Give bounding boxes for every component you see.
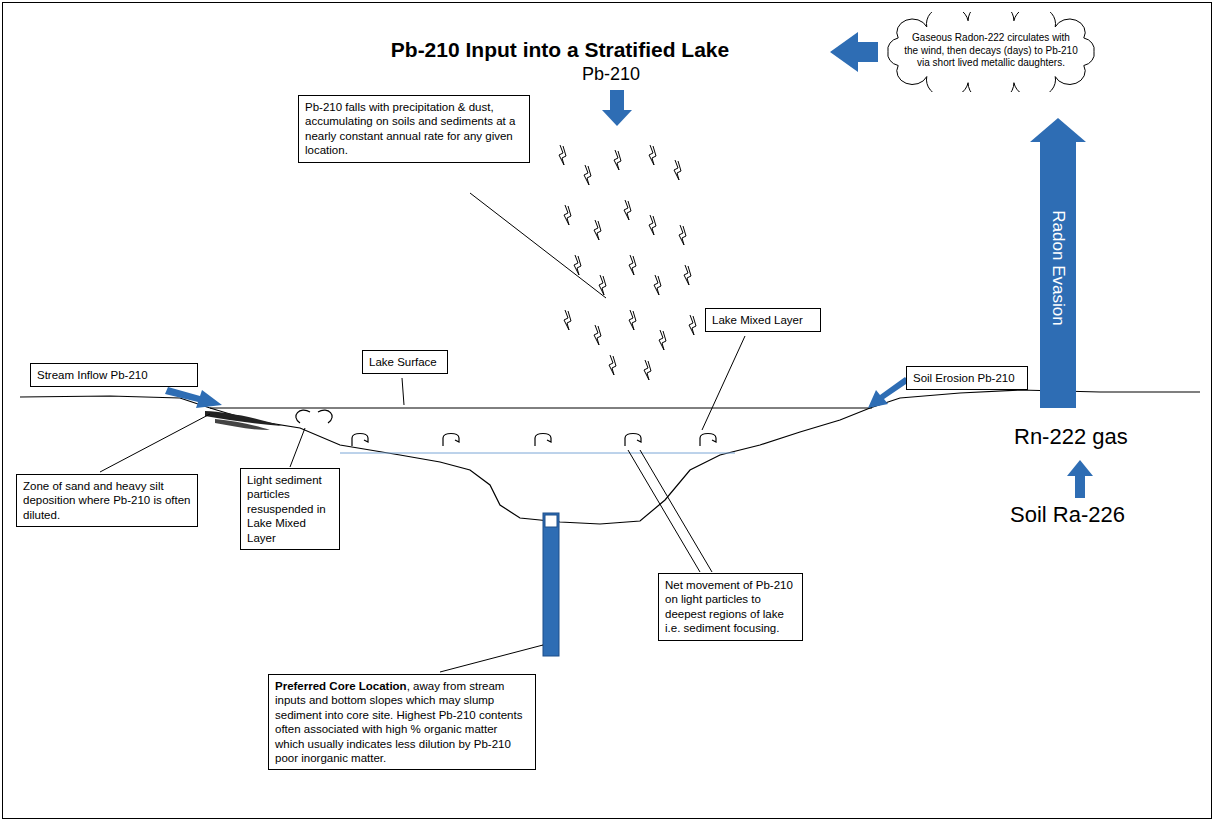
callout-box: Soil Erosion Pb-210: [906, 366, 1028, 390]
rain-symbol: [689, 315, 696, 335]
rain-symbol: [594, 220, 601, 240]
soil-erosion-arrow: [868, 377, 909, 408]
rain-symbol: [649, 145, 656, 165]
sand-deposit: [215, 419, 270, 430]
callout-text: Light sediment particles resuspended in …: [247, 473, 333, 545]
isotope-label: Rn-222 gas: [1014, 424, 1128, 450]
callout-box: Net movement of Pb-210 on light particle…: [658, 573, 803, 641]
callout-text: Zone of sand and heavy silt deposition w…: [23, 479, 191, 522]
rain-symbol: [574, 255, 581, 275]
ra-to-rn-arrow: [1067, 460, 1093, 498]
callout-text: Pb-210 falls with precipitation & dust, …: [305, 100, 523, 158]
sediment-core: [543, 513, 559, 656]
callout-box: Stream Inflow Pb-210: [30, 363, 198, 387]
rain-symbol: [564, 205, 571, 225]
rain-symbol: [629, 310, 636, 330]
rain-symbol: [609, 355, 616, 375]
callout-box: Zone of sand and heavy silt deposition w…: [16, 474, 198, 527]
callout-text: Lake Surface: [369, 355, 441, 369]
cloud-shape: [888, 12, 1094, 92]
rain-symbol: [659, 330, 666, 350]
lake-surface-line: [210, 408, 872, 409]
pb210-down-arrow: [602, 90, 632, 126]
rain-symbol: [654, 275, 661, 295]
resuspension-curls: [296, 410, 716, 446]
callout-text: Stream Inflow Pb-210: [37, 368, 191, 382]
callout-text: Net movement of Pb-210 on light particle…: [665, 578, 796, 636]
callout-text: Soil Erosion Pb-210: [913, 371, 1021, 385]
arrow-label: Radon Evasion: [1048, 210, 1068, 325]
leader-lines: [100, 193, 745, 672]
callout-box: Lake Mixed Layer: [705, 308, 821, 332]
isotope-label: Pb-210: [582, 64, 640, 85]
rain-symbol: [649, 215, 656, 235]
rain-symbol: [584, 165, 591, 185]
rain-symbol: [599, 275, 606, 295]
callout-text: Gaseous Radon-222 circulates with the wi…: [904, 32, 1078, 70]
callout-box: Pb-210 falls with precipitation & dust, …: [298, 95, 530, 163]
core-top: [545, 515, 557, 527]
callout-text: Lake Mixed Layer: [712, 313, 814, 327]
isotope-label: Soil Ra-226: [1010, 502, 1125, 528]
rain-symbol: [674, 160, 681, 180]
precipitation-symbols: [559, 145, 696, 380]
rain-symbol: [559, 145, 566, 165]
cloud-callout: Gaseous Radon-222 circulates with the wi…: [880, 12, 1102, 92]
rain-symbol: [644, 360, 651, 380]
callout-box: Light sediment particles resuspended in …: [240, 468, 340, 550]
callout-text: , away from stream inputs and bottom slo…: [275, 680, 522, 764]
rain-symbol: [624, 200, 631, 220]
callout-heading: Preferred Core Location: [275, 680, 407, 692]
stream-inflow-arrow: [165, 387, 222, 408]
mixed-layer-line: [340, 453, 735, 454]
rain-symbol: [614, 150, 621, 170]
rain-symbol: [629, 255, 636, 275]
rain-symbol: [679, 225, 686, 245]
rain-symbol: [594, 325, 601, 345]
callout-box: Preferred Core Location, away from strea…: [268, 674, 536, 770]
cloud-to-pb210-arrow: [830, 32, 878, 72]
title: Pb-210 Input into a Stratified Lake: [0, 38, 1120, 62]
rain-symbol: [684, 265, 691, 285]
radon-evasion-arrow: [1030, 118, 1086, 408]
rain-symbol: [564, 310, 571, 330]
callout-box: Lake Surface: [362, 350, 448, 374]
